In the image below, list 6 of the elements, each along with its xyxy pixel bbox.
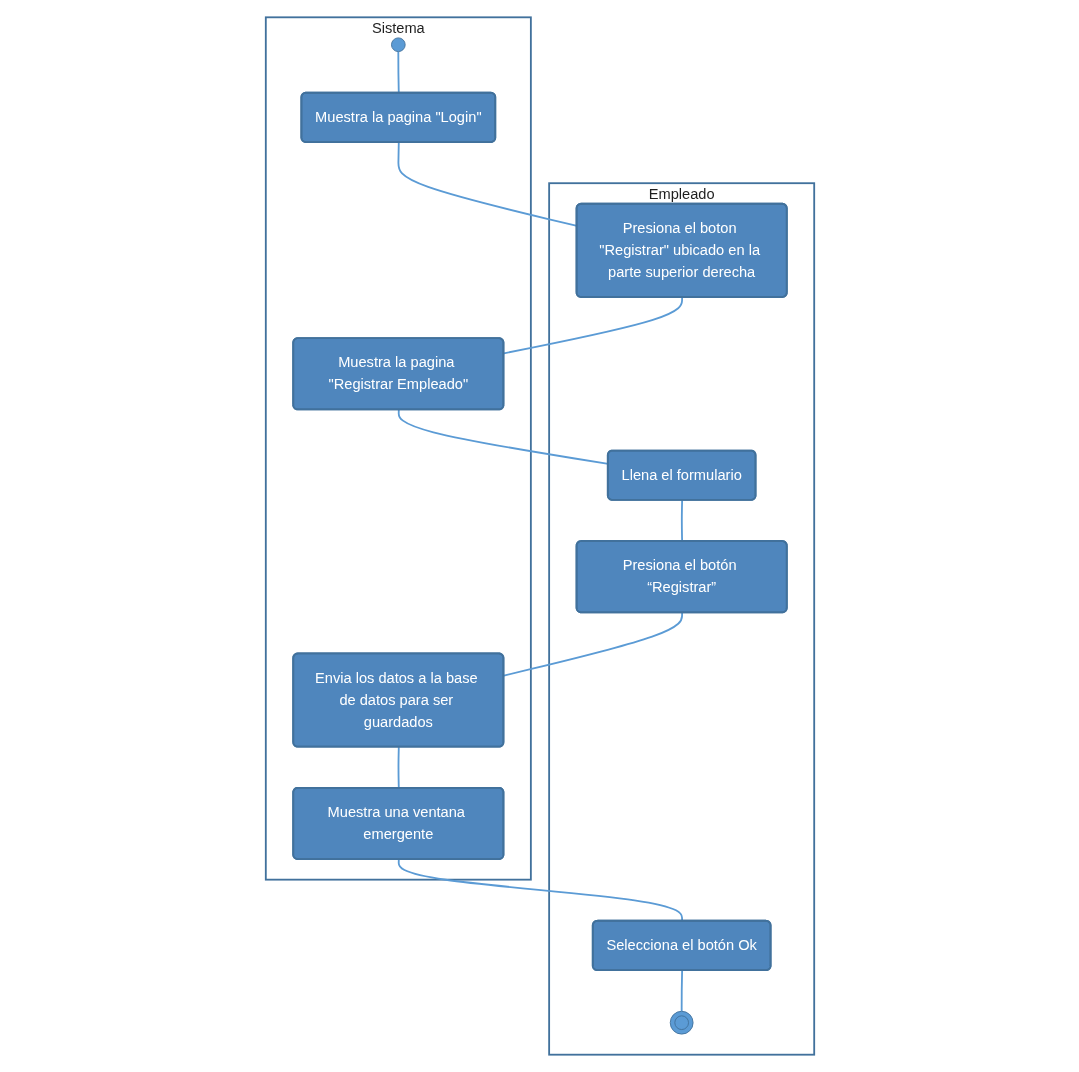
connector [680,969,683,1013]
node-double-circle [669,1010,694,1035]
connector [502,296,683,355]
connector [680,499,683,543]
connector [502,611,683,677]
node-circle [390,37,406,53]
